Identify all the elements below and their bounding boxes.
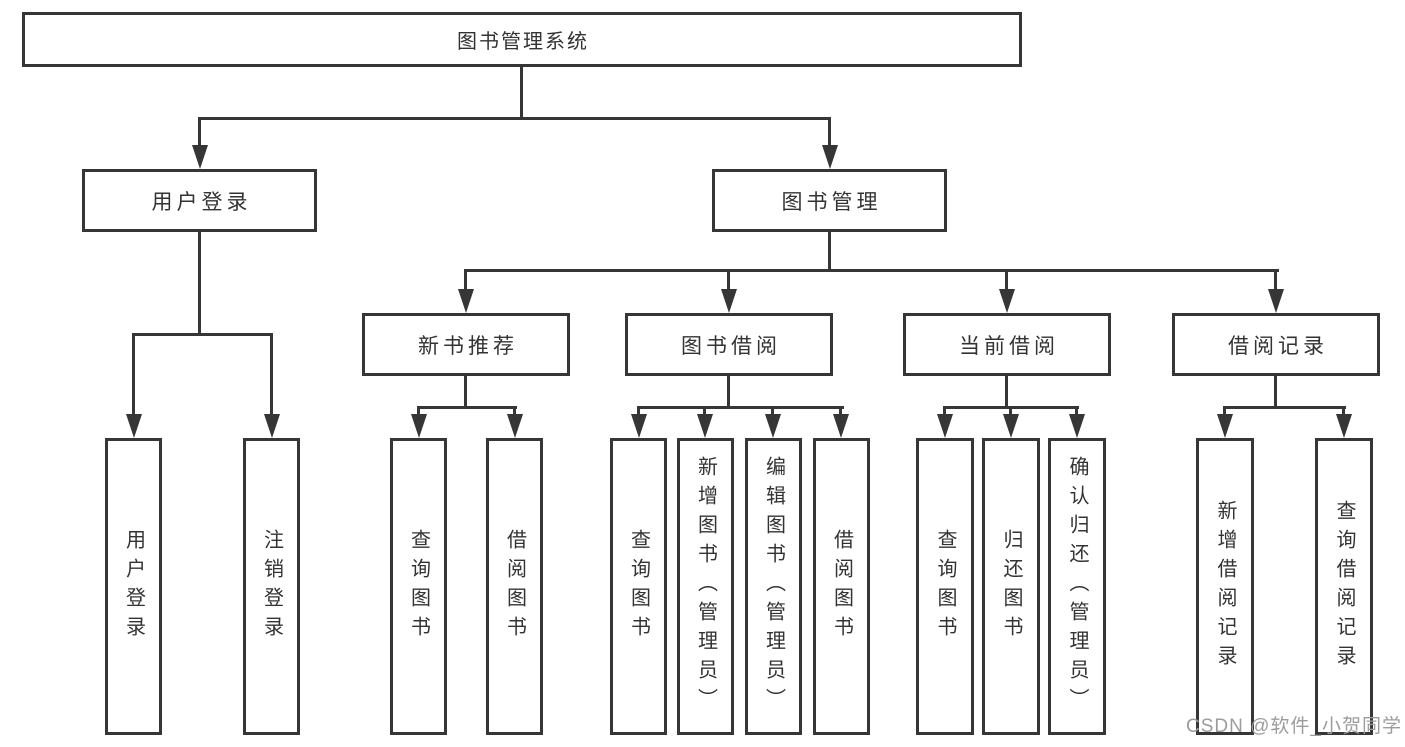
leaf-label: 新增图书（管理员） — [694, 456, 717, 717]
leaf-label: 查询图书 — [407, 528, 430, 645]
leaf-borrow-books: 借阅图书 — [813, 438, 870, 735]
connector-line — [1075, 406, 1078, 418]
connector-line — [464, 269, 1279, 272]
arrow-down-icon — [126, 414, 142, 438]
connector-line — [132, 333, 135, 416]
leaf-label: 注销登录 — [260, 528, 283, 645]
leaf-label: 查询借阅记录 — [1333, 499, 1355, 674]
connector-line — [637, 406, 640, 418]
node-label: 图书借阅 — [681, 334, 781, 358]
leaf-label: 查询图书 — [934, 528, 956, 645]
leaf-confirm-return-admin: 确认归还（管理员） — [1048, 438, 1106, 735]
node-borrowing-records: 借阅记录 — [1172, 313, 1380, 376]
leaf-label: 借阅图书 — [830, 528, 853, 645]
arrow-down-icon — [1268, 289, 1284, 313]
node-book-borrowing: 图书借阅 — [625, 313, 833, 376]
connector-line — [520, 67, 523, 120]
arrow-down-icon — [1003, 414, 1019, 438]
connector-line — [1005, 376, 1008, 409]
node-label: 新书推荐 — [418, 334, 518, 358]
node-label: 图书管理系统 — [457, 31, 589, 53]
connector-line — [417, 406, 517, 409]
arrow-down-icon — [192, 145, 208, 169]
connector-line — [1223, 406, 1226, 418]
leaf-label: 用户登录 — [122, 528, 145, 645]
node-library-management-system: 图书管理系统 — [22, 12, 1022, 67]
connector-line — [1223, 406, 1346, 409]
leaf-return-books: 归还图书 — [982, 438, 1040, 735]
leaf-label: 查询图书 — [627, 528, 650, 645]
node-new-book-recommendation: 新书推荐 — [362, 313, 570, 376]
arrow-down-icon — [1069, 414, 1085, 438]
connector-line — [828, 232, 831, 272]
connector-line — [198, 117, 201, 149]
watermark: CSDN @软件_小贺同学 — [1186, 716, 1402, 737]
leaf-query-books-current: 查询图书 — [916, 438, 974, 735]
node-book-management: 图书管理 — [712, 169, 947, 232]
arrow-down-icon — [507, 414, 523, 438]
connector-line — [464, 269, 467, 293]
leaf-query-books-borrow: 查询图书 — [610, 438, 667, 735]
connector-line — [270, 333, 273, 416]
connector-line — [1342, 406, 1345, 418]
leaf-label: 编辑图书（管理员） — [762, 456, 785, 717]
connector-line — [1009, 406, 1012, 418]
leaf-label: 确认归还（管理员） — [1066, 456, 1088, 717]
arrow-down-icon — [697, 414, 713, 438]
leaf-user-login: 用户登录 — [105, 438, 162, 735]
arrow-down-icon — [765, 414, 781, 438]
arrow-down-icon — [822, 145, 838, 169]
node-label: 当前借阅 — [959, 334, 1059, 358]
connector-line — [1274, 269, 1277, 293]
connector-line — [943, 406, 946, 418]
arrow-down-icon — [458, 289, 474, 313]
arrow-down-icon — [631, 414, 647, 438]
node-label: 图书管理 — [781, 190, 882, 214]
leaf-label: 借阅图书 — [503, 528, 526, 645]
connector-line — [513, 406, 516, 418]
connector-line — [198, 117, 831, 120]
connector-line — [417, 406, 420, 418]
leaf-edit-book-admin: 编辑图书（管理员） — [745, 438, 802, 735]
connector-line — [828, 117, 831, 149]
connector-line — [727, 376, 730, 409]
arrow-down-icon — [721, 289, 737, 313]
arrow-down-icon — [999, 289, 1015, 313]
node-current-borrowing: 当前借阅 — [903, 313, 1111, 376]
arrow-down-icon — [1217, 414, 1233, 438]
leaf-borrow-books-recommend: 借阅图书 — [486, 438, 543, 735]
leaf-query-borrow-record: 查询借阅记录 — [1315, 438, 1373, 735]
arrow-down-icon — [937, 414, 953, 438]
connector-line — [637, 406, 844, 409]
arrow-down-icon — [411, 414, 427, 438]
connector-line — [1274, 376, 1277, 409]
node-label: 用户登录 — [151, 190, 252, 214]
leaf-add-book-admin: 新增图书（管理员） — [677, 438, 734, 735]
connector-line — [703, 406, 706, 418]
leaf-query-books-recommend: 查询图书 — [390, 438, 447, 735]
connector-line — [839, 406, 842, 418]
arrow-down-icon — [1336, 414, 1352, 438]
connector-line — [727, 269, 730, 293]
node-user-login: 用户登录 — [82, 169, 317, 232]
connector-line — [198, 232, 201, 336]
node-label: 借阅记录 — [1228, 334, 1328, 358]
arrow-down-icon — [264, 414, 280, 438]
arrow-down-icon — [833, 414, 849, 438]
connector-line — [1005, 269, 1008, 293]
connector-line — [771, 406, 774, 418]
leaf-logout: 注销登录 — [243, 438, 300, 735]
leaf-label: 新增借阅记录 — [1214, 499, 1236, 674]
connector-line — [132, 333, 273, 336]
leaf-add-borrow-record: 新增借阅记录 — [1196, 438, 1254, 735]
connector-line — [464, 376, 467, 409]
leaf-label: 归还图书 — [1000, 528, 1022, 645]
